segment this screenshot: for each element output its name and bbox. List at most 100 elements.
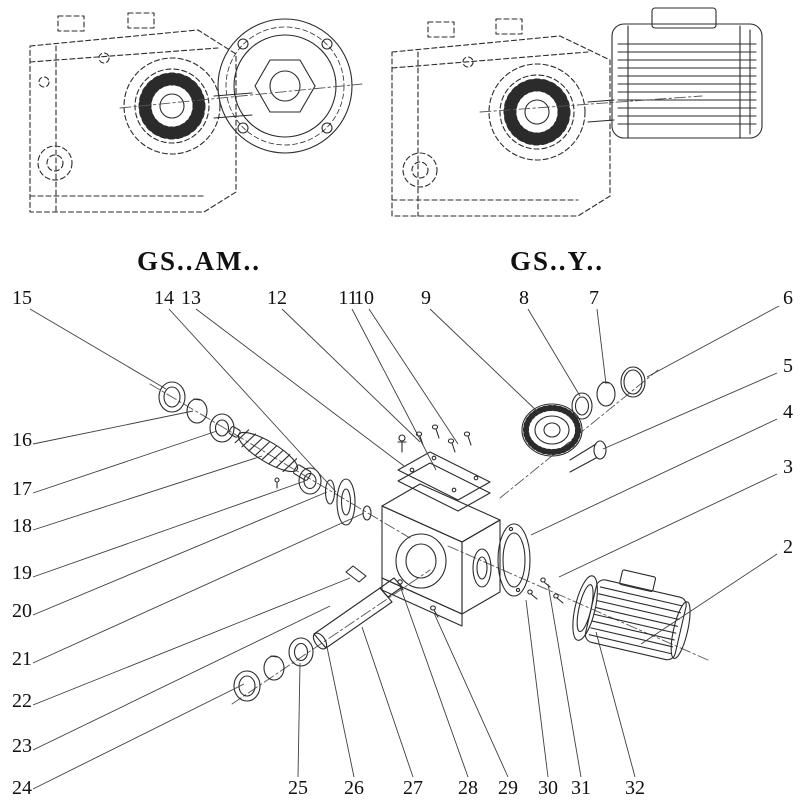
leader-line-30 bbox=[525, 599, 549, 778]
axis-left-view bbox=[119, 83, 363, 109]
leader-line-7 bbox=[596, 308, 607, 385]
callout-number-21: 21 bbox=[12, 648, 32, 670]
callout-number-19: 19 bbox=[12, 562, 32, 584]
leader-line-25 bbox=[297, 662, 301, 778]
leader-line-9 bbox=[429, 308, 541, 415]
part-motor bbox=[572, 569, 691, 661]
part-adapter-flange bbox=[497, 523, 531, 597]
axis-right-view bbox=[479, 95, 703, 113]
motor-assembled bbox=[587, 7, 763, 139]
exploded-view bbox=[149, 366, 709, 705]
leader-line-17 bbox=[32, 430, 218, 494]
callout-number-24: 24 bbox=[12, 777, 32, 799]
leader-line-26 bbox=[326, 646, 355, 778]
callout-number-10: 10 bbox=[354, 287, 374, 309]
leader-line-29 bbox=[433, 612, 509, 778]
caption-gs-y: GS..Y.. bbox=[509, 246, 605, 276]
gearbox-flange-view bbox=[29, 12, 363, 213]
part-small-ring bbox=[362, 505, 372, 521]
leader-line-2 bbox=[640, 553, 778, 645]
callout-number-30: 30 bbox=[538, 777, 558, 799]
part-flange-screws bbox=[527, 577, 564, 604]
callout-number-22: 22 bbox=[12, 690, 32, 712]
callout-number-18: 18 bbox=[12, 515, 32, 537]
callout-number-16: 16 bbox=[12, 429, 32, 451]
callout-number-12: 12 bbox=[267, 287, 287, 309]
leader-line-8 bbox=[527, 308, 581, 397]
leader-line-10 bbox=[368, 308, 459, 445]
part-snap-ring-input bbox=[186, 398, 208, 424]
leader-line-21 bbox=[32, 512, 365, 664]
gearbox-body-right-outline bbox=[391, 18, 611, 217]
axis-output-shaft bbox=[231, 569, 431, 705]
part-snap-ring-gear bbox=[596, 381, 616, 407]
gearbox-motor-view bbox=[391, 7, 763, 217]
leader-line-32 bbox=[595, 631, 636, 778]
callout-number-13: 13 bbox=[181, 287, 201, 309]
leader-line-27 bbox=[361, 626, 414, 778]
leader-line-6 bbox=[646, 305, 780, 378]
part-housing bbox=[381, 483, 501, 627]
callout-number-28: 28 bbox=[458, 777, 478, 799]
gearbox-bore-hatch-right bbox=[503, 78, 571, 146]
output-flange bbox=[217, 18, 353, 154]
part-housing-screw bbox=[430, 605, 439, 618]
callout-number-15: 15 bbox=[12, 287, 32, 309]
leader-line-4 bbox=[530, 418, 778, 536]
gearbox-body-left-outline bbox=[29, 12, 237, 213]
gearbox-bore-hatch-left bbox=[138, 72, 206, 140]
callout-number-29: 29 bbox=[498, 777, 518, 799]
part-pinion-shaft bbox=[569, 440, 607, 473]
part-snap-ring-output bbox=[263, 655, 285, 681]
part-spacer-ring bbox=[571, 392, 593, 420]
callout-number-5: 5 bbox=[783, 355, 793, 377]
axis-input-shaft bbox=[149, 383, 411, 539]
leader-line-24 bbox=[32, 683, 245, 790]
caption-gs-am: GS..AM.. bbox=[137, 246, 261, 276]
callout-number-4: 4 bbox=[783, 401, 793, 423]
part-cover-bolts bbox=[415, 424, 472, 453]
part-oil-seal-input bbox=[158, 381, 186, 413]
callout-number-11: 11 bbox=[338, 287, 357, 309]
part-vent-plug bbox=[397, 434, 407, 453]
leader-line-31 bbox=[547, 583, 582, 778]
leader-line-12 bbox=[281, 308, 421, 443]
part-key bbox=[345, 565, 367, 583]
leader-line-18 bbox=[32, 455, 263, 531]
callout-number-3: 3 bbox=[783, 456, 793, 478]
part-set-pin bbox=[274, 477, 280, 489]
leader-line-16 bbox=[32, 410, 194, 445]
leader-line-15 bbox=[29, 308, 167, 390]
shaft-to-flange bbox=[213, 92, 253, 119]
callout-number-20: 20 bbox=[12, 600, 32, 622]
callout-number-31: 31 bbox=[571, 777, 591, 799]
part-worm-shaft bbox=[228, 426, 312, 481]
callout-number-25: 25 bbox=[288, 777, 308, 799]
leader-line-20 bbox=[32, 491, 328, 616]
leader-line-11 bbox=[351, 308, 437, 471]
leader-line-23 bbox=[32, 605, 331, 751]
callout-number-7: 7 bbox=[589, 287, 599, 309]
part-oil-seal-output bbox=[233, 670, 261, 702]
callout-number-27: 27 bbox=[403, 777, 423, 799]
leader-line-14 bbox=[168, 308, 337, 493]
leader-line-13 bbox=[195, 308, 405, 467]
part-shim-ring bbox=[620, 366, 646, 398]
callout-number-26: 26 bbox=[344, 777, 364, 799]
leader-line-28 bbox=[399, 585, 469, 778]
part-bearing-input bbox=[209, 413, 235, 443]
part-end-disc bbox=[336, 478, 356, 526]
callout-number-6: 6 bbox=[783, 287, 793, 309]
part-helical-gear bbox=[521, 403, 583, 457]
callout-number-8: 8 bbox=[519, 287, 529, 309]
part-bearing-output bbox=[288, 637, 314, 667]
callout-number-2: 2 bbox=[783, 536, 793, 558]
callout-number-23: 23 bbox=[12, 735, 32, 757]
callout-number-14: 14 bbox=[154, 287, 174, 309]
part-cover-gasket bbox=[397, 462, 491, 512]
part-dowel-pin bbox=[397, 579, 404, 591]
leader-line-19 bbox=[32, 480, 306, 578]
